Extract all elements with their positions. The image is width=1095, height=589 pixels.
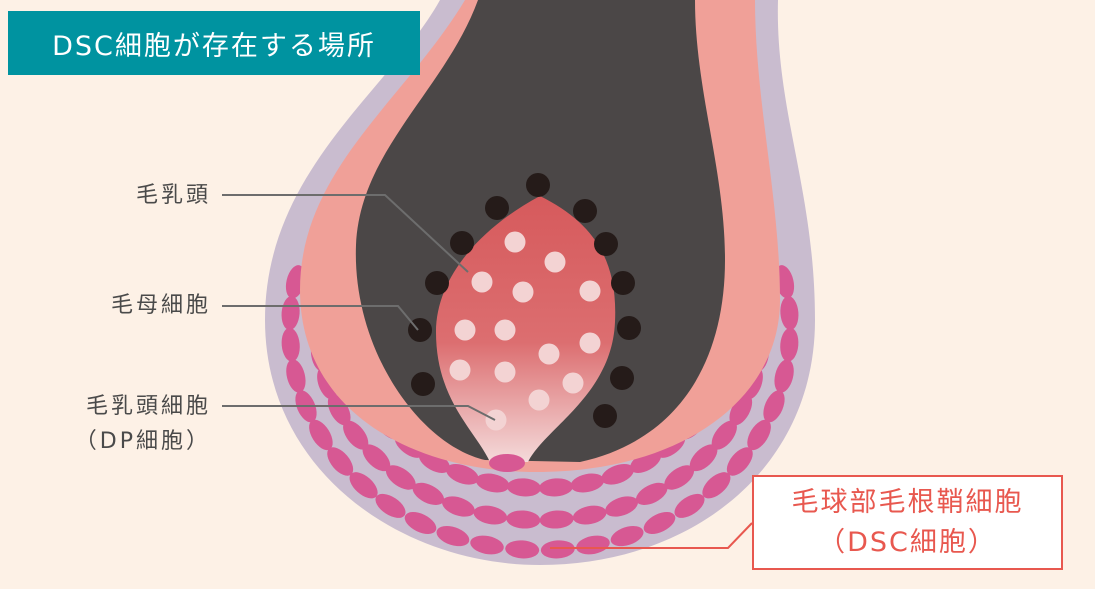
- dp-cell: [562, 372, 584, 394]
- dsc-cell: [470, 535, 504, 555]
- label-matrix-cells: 毛母細胞: [110, 293, 211, 318]
- dsc-cell: [711, 420, 737, 450]
- matrix-cell: [594, 232, 618, 256]
- matrix-cell: [617, 316, 641, 340]
- dsc-cell: [610, 526, 644, 547]
- dsc-cell: [572, 505, 607, 525]
- dsc-cell: [349, 472, 378, 499]
- dsc-cell: [506, 510, 541, 529]
- dsc-cell: [309, 419, 333, 451]
- matrix-cell: [610, 366, 634, 390]
- dp-cell: [449, 359, 471, 381]
- dsc-cell: [362, 444, 391, 472]
- matrix-leader-line: [222, 305, 419, 331]
- dsc-cell: [635, 482, 668, 505]
- dsc-cell: [281, 327, 300, 362]
- dsc-cell: [412, 482, 445, 505]
- label-dp-line1: 毛乳頭細胞: [85, 394, 211, 419]
- dsc-cell: [286, 359, 306, 393]
- dsc-cell: [601, 464, 634, 485]
- matrix-cell: [425, 271, 449, 295]
- matrix-cells-group: [408, 173, 641, 428]
- dermal-papilla: [436, 196, 616, 462]
- dp-cell: [494, 319, 516, 341]
- dp-cell: [485, 409, 507, 431]
- dsc-cell: [446, 464, 479, 485]
- dsc-cell: [570, 473, 605, 493]
- dsc-cell: [375, 493, 406, 518]
- label-papilla: 毛乳頭: [135, 183, 211, 208]
- dsc-cell: [343, 420, 369, 450]
- dp-cell: [504, 231, 526, 253]
- dsc-cell: [576, 535, 610, 555]
- dp-cell: [579, 280, 601, 302]
- dsc-cell: [689, 444, 718, 472]
- dp-cell: [512, 281, 534, 303]
- dsc-cell: [780, 296, 799, 331]
- dp-leader-line: [222, 405, 496, 421]
- dsc-cell: [780, 327, 799, 362]
- dsc-cell: [473, 505, 508, 525]
- matrix-cell: [411, 372, 435, 396]
- dsc-cell: [643, 512, 676, 534]
- title-text: DSC細胞が存在する場所: [52, 30, 376, 62]
- dsc-cell: [281, 296, 300, 331]
- matrix-cell: [450, 231, 474, 255]
- matrix-cell: [485, 196, 509, 220]
- matrix-cell: [593, 404, 617, 428]
- dp-cell: [544, 251, 566, 273]
- dsc-cell: [327, 447, 354, 476]
- dsc-cell: [442, 496, 475, 517]
- dp-cell: [528, 389, 550, 411]
- title-banner: DSC細胞が存在する場所: [8, 11, 420, 75]
- label-dp-line2: （DP細胞）: [74, 429, 211, 454]
- dp-cell: [471, 271, 493, 293]
- dsc-cell: [505, 540, 540, 559]
- dsc-cell: [674, 493, 705, 518]
- dsc-label-line2: （DSC細胞）: [818, 527, 997, 558]
- dsc-cell: [539, 478, 573, 497]
- dp-cell: [494, 361, 516, 383]
- dsc-cell: [489, 454, 525, 472]
- dsc-leader-line: [550, 522, 753, 549]
- dp-cell: [579, 332, 601, 354]
- dsc-callout-box: 毛球部毛根鞘細胞 （DSC細胞）: [752, 475, 1063, 570]
- dsc-cell: [605, 496, 638, 517]
- matrix-cell: [526, 173, 550, 197]
- dsc-cell: [404, 512, 437, 534]
- dsc-label-line1: 毛球部毛根鞘細胞: [791, 487, 1024, 518]
- dp-cells-group: [449, 231, 601, 431]
- papilla-leader-line: [222, 194, 469, 273]
- matrix-cell: [611, 271, 635, 295]
- dsc-cell: [507, 478, 541, 497]
- dsc-cell: [747, 419, 771, 451]
- dsc-cell: [763, 390, 785, 423]
- dsc-cell: [475, 473, 510, 493]
- dsc-cell: [774, 359, 794, 393]
- dsc-cell: [702, 472, 731, 499]
- dsc-cell: [436, 526, 470, 547]
- dp-cell: [454, 319, 476, 341]
- dsc-cell: [540, 540, 575, 559]
- dsc-cell: [664, 465, 695, 490]
- label-dp-cells: 毛乳頭細胞 （DP細胞）: [75, 389, 211, 459]
- dsc-cells-group: [281, 265, 799, 559]
- dsc-cell: [726, 447, 753, 476]
- matrix-cell: [573, 199, 597, 223]
- dsc-cell: [539, 510, 574, 529]
- dsc-cell: [385, 465, 416, 490]
- dp-cell: [538, 343, 560, 365]
